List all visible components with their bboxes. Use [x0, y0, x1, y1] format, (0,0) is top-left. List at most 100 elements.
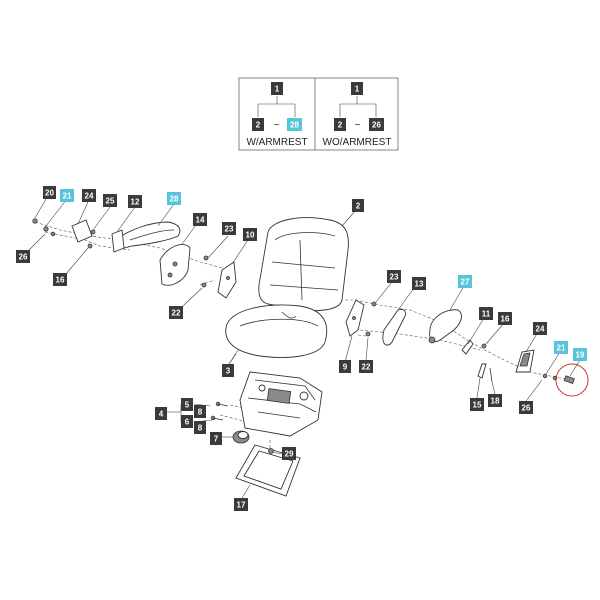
svg-text:23: 23	[390, 273, 399, 282]
callout-16: 16	[498, 312, 512, 325]
callout-22: 22	[169, 306, 183, 319]
svg-text:4: 4	[159, 410, 164, 419]
svg-text:8: 8	[198, 408, 203, 417]
side-plate-left	[159, 244, 191, 286]
svg-text:16: 16	[501, 315, 510, 324]
svg-text:15: 15	[473, 401, 482, 410]
legend-left-from: 2	[256, 121, 261, 130]
svg-text:10: 10	[246, 231, 255, 240]
callout-28: 28	[167, 192, 181, 205]
callout-3: 3	[222, 364, 234, 377]
callout-23: 23	[222, 222, 236, 235]
svg-text:28: 28	[170, 195, 179, 204]
callout-4: 4	[155, 407, 167, 420]
callout-24: 24	[82, 189, 96, 202]
legend-box: 1 2 ~ 28 W/ARMREST 1 2 ~ 26 WO/ARMREST	[238, 77, 399, 151]
legend-right: 1 2 ~ 26 WO/ARMREST	[323, 82, 392, 148]
svg-text:11: 11	[482, 310, 491, 319]
svg-text:5: 5	[185, 401, 190, 410]
svg-text:21: 21	[63, 192, 72, 201]
highlight-circle	[555, 363, 589, 397]
svg-text:20: 20	[45, 189, 54, 198]
svg-text:24: 24	[85, 192, 94, 201]
seat-back	[258, 217, 349, 312]
svg-text:7: 7	[214, 435, 219, 444]
legend-right-tilde: ~	[355, 120, 361, 131]
svg-text:14: 14	[196, 216, 205, 225]
svg-text:12: 12	[131, 198, 140, 207]
svg-text:25: 25	[106, 197, 115, 206]
callout-26: 26	[519, 401, 533, 414]
callout-9: 9	[339, 360, 351, 373]
svg-text:13: 13	[415, 280, 424, 289]
callout-22: 22	[359, 360, 373, 373]
right-armrest	[428, 309, 462, 344]
svg-text:22: 22	[172, 309, 181, 318]
callout-23: 23	[387, 270, 401, 283]
callout-8: 8	[194, 405, 206, 418]
callout-24: 24	[533, 322, 547, 335]
legend-left-to: 28	[290, 121, 299, 130]
side-plate-right	[382, 309, 407, 346]
callout-21: 21	[60, 189, 74, 202]
legend-right-top: 1	[355, 85, 360, 94]
side-bracket-right	[345, 299, 365, 337]
callout-19: 19	[573, 348, 587, 361]
callout-labels: 20 21 24 25 12 28 14 26 16 23 10 22 2 23…	[16, 186, 587, 511]
callout-5: 5	[181, 398, 193, 411]
callout-13: 13	[412, 277, 426, 290]
svg-text:8: 8	[198, 424, 203, 433]
callout-12: 12	[128, 195, 142, 208]
svg-text:19: 19	[576, 351, 585, 360]
callout-20: 20	[43, 186, 56, 199]
seat-base-mechanism	[239, 371, 323, 437]
svg-text:17: 17	[237, 501, 246, 510]
callout-29: 29	[282, 447, 296, 460]
callout-16: 16	[53, 273, 67, 286]
callout-15: 15	[470, 398, 484, 411]
callout-25: 25	[103, 194, 117, 207]
svg-text:21: 21	[557, 344, 566, 353]
legend-left: 1 2 ~ 28 W/ARMREST	[246, 82, 308, 148]
svg-text:23: 23	[225, 225, 234, 234]
svg-text:22: 22	[362, 363, 371, 372]
callout-21: 21	[554, 341, 568, 354]
svg-text:26: 26	[522, 404, 531, 413]
left-armrest	[117, 221, 181, 249]
legend-left-caption: W/ARMREST	[246, 137, 307, 148]
callout-11: 11	[479, 307, 493, 320]
armrest-bracket-left	[71, 219, 125, 253]
callout-8: 8	[194, 421, 206, 434]
callout-14: 14	[193, 213, 207, 226]
svg-text:3: 3	[226, 367, 231, 376]
svg-text:9: 9	[343, 363, 348, 372]
callout-6: 6	[181, 415, 193, 428]
callout-18: 18	[488, 394, 502, 407]
svg-text:26: 26	[19, 253, 28, 262]
svg-text:6: 6	[185, 418, 190, 427]
svg-text:18: 18	[491, 397, 500, 406]
callout-7: 7	[210, 432, 222, 445]
svg-text:29: 29	[285, 450, 294, 459]
svg-text:2: 2	[356, 202, 361, 211]
callout-27: 27	[458, 275, 472, 288]
svg-text:16: 16	[56, 276, 65, 285]
legend-right-caption: WO/ARMREST	[323, 137, 392, 148]
callout-26: 26	[16, 250, 30, 263]
legend-left-top: 1	[275, 85, 280, 94]
side-bracket-left	[217, 261, 237, 299]
seat-cushion	[225, 304, 328, 358]
adjust-knob	[232, 430, 250, 444]
svg-text:27: 27	[461, 278, 470, 287]
legend-left-tilde: ~	[274, 120, 280, 131]
callout-17: 17	[234, 498, 248, 511]
callout-10: 10	[243, 228, 257, 241]
svg-text:24: 24	[536, 325, 545, 334]
callout-2: 2	[352, 199, 364, 212]
fasteners	[32, 218, 575, 421]
callout-leaders	[28, 198, 581, 499]
legend-right-from: 2	[338, 121, 343, 130]
legend-right-to: 26	[372, 121, 381, 130]
right-small-parts	[461, 339, 535, 379]
